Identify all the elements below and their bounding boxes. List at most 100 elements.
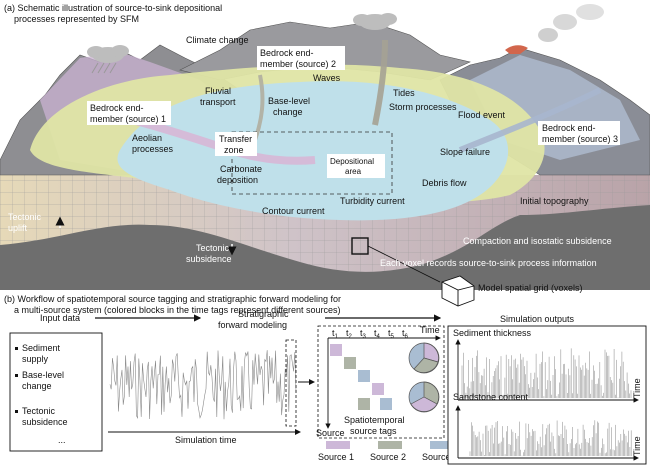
label-tags: Spatiotemporal — [344, 415, 405, 425]
label-bedrock-3: Bedrock end- — [542, 123, 596, 133]
svg-text:subsidence: subsidence — [22, 417, 68, 427]
label-aeolian: processes — [132, 144, 174, 154]
label-depositional-area: Depositional — [330, 157, 374, 166]
input-item: Base-level change — [15, 370, 64, 391]
sea-area — [117, 81, 509, 221]
label-transfer-zone: zone — [224, 145, 244, 155]
legend-label: Source 1 — [318, 452, 354, 462]
label-depositional-area: area — [345, 167, 362, 176]
legend: Source 1 Source 2 Source 3 — [318, 441, 458, 462]
label-bedrock-1: Bedrock end- — [90, 103, 144, 113]
svg-text:Base-level: Base-level — [22, 370, 64, 380]
label-bg — [257, 46, 345, 70]
tag-block — [372, 383, 384, 395]
label-input-data: Input data — [40, 313, 80, 323]
panel-b: (b) Workflow of spatiotemporal source ta… — [4, 294, 647, 465]
time-tick: t6 — [402, 328, 409, 340]
time-tick: t4 — [374, 328, 381, 340]
panel-b-title: (b) Workflow of spatiotemporal source ta… — [4, 294, 341, 304]
simulation-timeseries — [109, 350, 297, 420]
label-tectonic-uplift: Tectonic — [8, 212, 42, 222]
label-fluvial: transport — [200, 97, 236, 107]
time-tick: t3 — [360, 328, 367, 340]
legend-swatch — [326, 441, 350, 449]
label-aeolian: Aeolian — [132, 133, 162, 143]
label-time: Time — [420, 325, 440, 335]
time-window — [285, 339, 297, 427]
thickness-series — [461, 348, 632, 398]
label-output-time: Time — [632, 378, 642, 398]
label-storm: Storm processes — [389, 102, 457, 112]
label-transfer-zone: Transfer — [219, 134, 252, 144]
label-sfm: Stratigraphic — [238, 309, 289, 319]
time-tick: t2 — [346, 328, 353, 340]
legend-swatch — [378, 441, 402, 449]
label-bedrock-2: member (source) 2 — [260, 59, 336, 69]
label-tags: source tags — [350, 426, 397, 436]
label-compaction: Compaction and isostatic subsidence — [463, 236, 612, 246]
panel-a: (a) Schematic illustration of source-to-… — [0, 3, 650, 307]
sandstone-series — [469, 420, 632, 456]
label-tectonic-uplift: uplift — [8, 223, 28, 233]
label-slope-failure: Slope failure — [440, 147, 490, 157]
cloud-icon — [87, 45, 129, 74]
label-climate-change: Climate change — [186, 35, 249, 45]
label-bg — [215, 132, 257, 156]
label-sfm: forward modeling — [218, 320, 287, 330]
label-initial-topography: Initial topography — [520, 196, 589, 206]
legend-label: Source 2 — [370, 452, 406, 462]
voxel-cube-icon — [441, 275, 475, 307]
label-simulation-outputs: Simulation outputs — [500, 314, 575, 324]
depositional-area-label-bg — [327, 154, 385, 178]
cloud-icon — [353, 13, 397, 30]
label-debris-flow: Debris flow — [422, 178, 467, 188]
label-bedrock-2: Bedrock end- — [260, 48, 314, 58]
label-carbonate: Carbonate — [220, 164, 262, 174]
tag-block — [358, 370, 370, 382]
label-bg — [538, 121, 620, 145]
label-model-grid: Model spatial grid (voxels) — [478, 283, 583, 293]
label-bg — [87, 101, 171, 125]
label-sediment-thickness: Sediment thickness — [453, 328, 532, 338]
label-contour: Contour current — [262, 206, 325, 216]
source3-arrow — [458, 87, 602, 153]
input-item: Sediment supply — [15, 343, 61, 364]
label-tectonic-subsidence: Tectonic — [196, 243, 230, 253]
label-output-time: Time — [632, 436, 642, 456]
depositional-area-box — [231, 131, 393, 195]
tag-block — [380, 398, 392, 410]
label-carbonate: deposition — [217, 175, 258, 185]
label-bedrock-1: member (source) 1 — [90, 114, 166, 124]
label-waves: Waves — [313, 73, 341, 83]
input-ellipsis: ... — [58, 435, 66, 445]
tag-block — [330, 344, 342, 356]
svg-text:change: change — [22, 381, 52, 391]
label-tides: Tides — [393, 88, 415, 98]
input-data-box — [9, 332, 103, 452]
label-sandstone-content: Sandstone content — [453, 392, 529, 402]
time-tick: t1 — [332, 328, 339, 340]
label-source: Source — [316, 428, 345, 438]
legend-label: Source 3 — [422, 452, 458, 462]
tag-block — [358, 398, 370, 410]
smoke-icon — [538, 4, 604, 42]
label-bedrock-3: member (source) 3 — [542, 134, 618, 144]
panel-a-title: (a) Schematic illustration of source-to-… — [4, 3, 222, 13]
input-item: Tectonic subsidence — [15, 406, 68, 427]
svg-text:Tectonic: Tectonic — [22, 406, 56, 416]
label-tectonic-subsidence: subsidence — [186, 254, 232, 264]
tag-block — [344, 357, 356, 369]
label-voxel-record: Each voxel records source-to-sink proces… — [380, 258, 597, 268]
label-flood: Flood event — [458, 110, 506, 120]
label-base-level: Base-level — [268, 96, 310, 106]
pie-icon — [408, 342, 440, 374]
legend-swatch — [430, 441, 454, 449]
svg-text:supply: supply — [22, 354, 49, 364]
label-base-level: change — [273, 107, 303, 117]
label-fluvial: Fluvial — [205, 86, 231, 96]
svg-text:Sediment: Sediment — [22, 343, 61, 353]
tags-dashed-box — [317, 325, 445, 439]
label-turbidity: Turbidity current — [340, 196, 405, 206]
